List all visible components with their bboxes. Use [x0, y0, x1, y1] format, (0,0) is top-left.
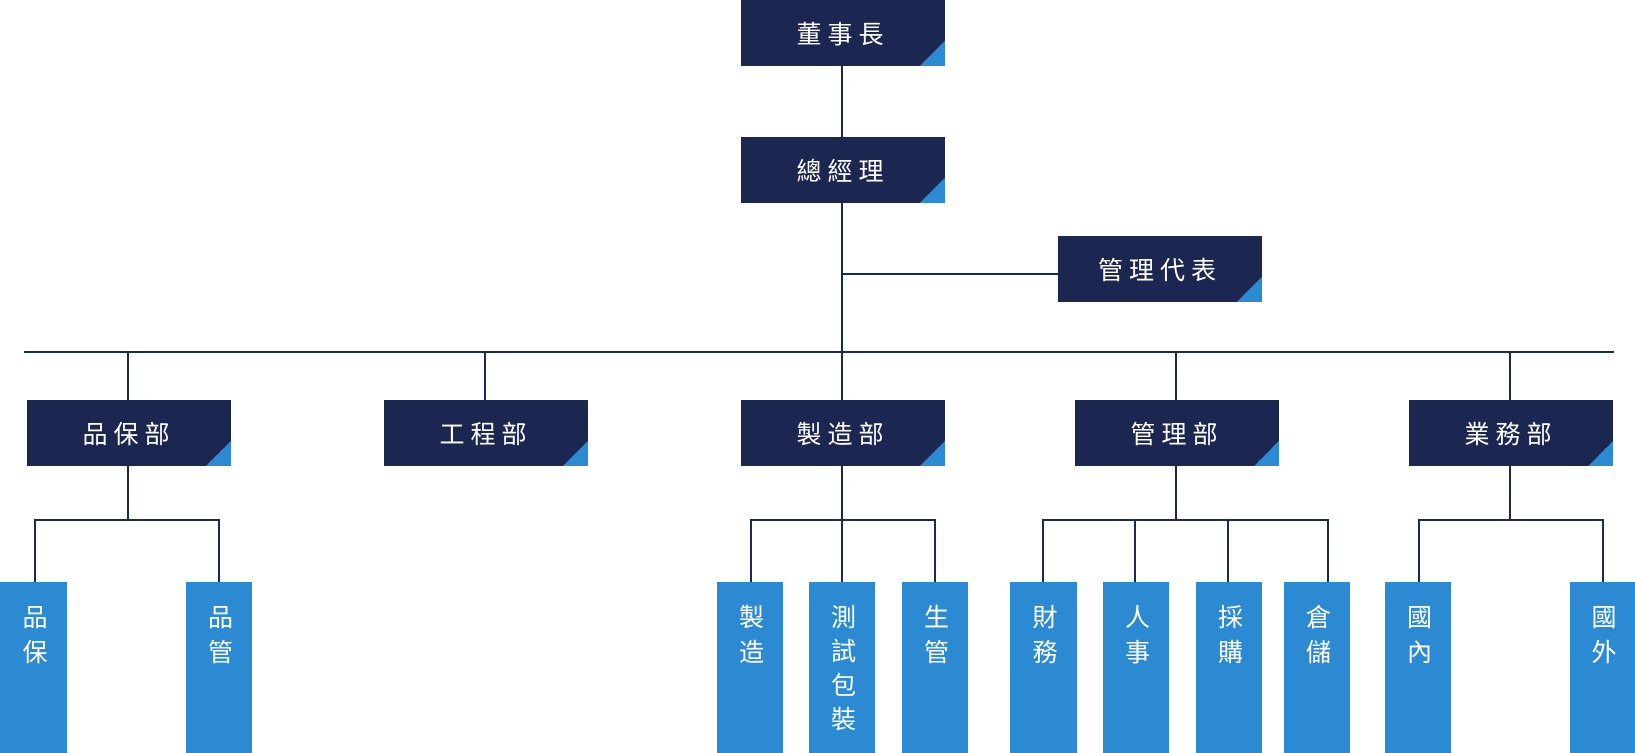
corner-accent [206, 441, 231, 466]
corner-accent [1254, 441, 1279, 466]
sub-unit-label: 測試包裝 [827, 604, 857, 740]
sub-unit-label: 生管 [920, 604, 950, 674]
corner-accent [920, 41, 945, 66]
corner-accent [920, 178, 945, 203]
department-label: 工程部 [439, 420, 533, 449]
connector-line [127, 351, 129, 400]
connector-line [1602, 519, 1604, 582]
connector-line [934, 519, 936, 582]
corner-accent [1588, 441, 1613, 466]
department-box-sales: 業務部 [1409, 400, 1613, 466]
sub-unit-qa-quality-assurance: 品保 [0, 582, 67, 753]
connector-line [750, 519, 935, 521]
connector-line [484, 351, 486, 400]
connector-line [1418, 519, 1603, 521]
sub-unit-label: 採購 [1214, 604, 1244, 674]
chairman-box: 董事長 [741, 0, 945, 66]
connector-line [1509, 351, 1511, 400]
connector-line [841, 273, 1059, 275]
sub-unit-admin-hr: 人事 [1103, 582, 1169, 753]
connector-line [1227, 519, 1229, 582]
connector-line [750, 519, 752, 582]
department-box-manufacturing: 製造部 [741, 400, 945, 466]
sub-unit-label: 國內 [1403, 604, 1433, 674]
corner-accent [563, 441, 588, 466]
general-manager-label: 總經理 [796, 157, 890, 186]
connector-line [1042, 519, 1044, 582]
connector-line [24, 351, 1614, 353]
sub-unit-mfg-testing-packaging: 測試包裝 [809, 582, 875, 753]
connector-line [34, 519, 219, 521]
corner-accent [1237, 277, 1262, 302]
connector-line [1175, 351, 1177, 400]
connector-line [127, 466, 129, 520]
department-box-engineering: 工程部 [384, 400, 588, 466]
general-manager-box: 總經理 [741, 137, 945, 203]
connector-line [1175, 466, 1177, 520]
department-label: 品保部 [82, 420, 176, 449]
connector-line [1042, 519, 1328, 521]
connector-line [1134, 519, 1136, 582]
sub-unit-label: 倉儲 [1302, 604, 1332, 674]
connector-line [1509, 466, 1511, 520]
chairman-label: 董事長 [796, 20, 890, 49]
sub-unit-admin-warehouse: 倉儲 [1284, 582, 1350, 753]
connector-line [1418, 519, 1420, 582]
department-label: 管理部 [1130, 420, 1224, 449]
sub-unit-label: 品管 [204, 604, 234, 674]
sub-unit-mfg-production-control: 生管 [902, 582, 968, 753]
department-box-qa: 品保部 [27, 400, 231, 466]
sub-unit-label: 財務 [1029, 604, 1058, 674]
sub-unit-label: 人事 [1121, 604, 1151, 674]
department-label: 製造部 [796, 420, 890, 449]
sub-unit-sales-overseas: 國外 [1570, 582, 1635, 753]
connector-line [841, 466, 843, 582]
connector-line [841, 66, 843, 137]
department-label: 業務部 [1464, 420, 1558, 449]
management-representative-box: 管理代表 [1058, 236, 1262, 302]
connector-line [34, 519, 36, 582]
management-representative-label: 管理代表 [1097, 256, 1222, 285]
department-box-administration: 管理部 [1075, 400, 1279, 466]
sub-unit-admin-purchasing: 採購 [1196, 582, 1262, 753]
sub-unit-admin-finance: 財務 [1010, 582, 1077, 753]
sub-unit-label: 國外 [1588, 604, 1617, 674]
connector-line [1327, 519, 1329, 582]
sub-unit-label: 製造 [735, 604, 765, 674]
connector-line [841, 203, 843, 400]
sub-unit-mfg-manufacturing: 製造 [717, 582, 783, 753]
sub-unit-sales-domestic: 國內 [1385, 582, 1451, 753]
corner-accent [920, 441, 945, 466]
connector-line [218, 519, 220, 582]
sub-unit-label: 品保 [19, 604, 48, 674]
sub-unit-qa-quality-control: 品管 [186, 582, 252, 753]
